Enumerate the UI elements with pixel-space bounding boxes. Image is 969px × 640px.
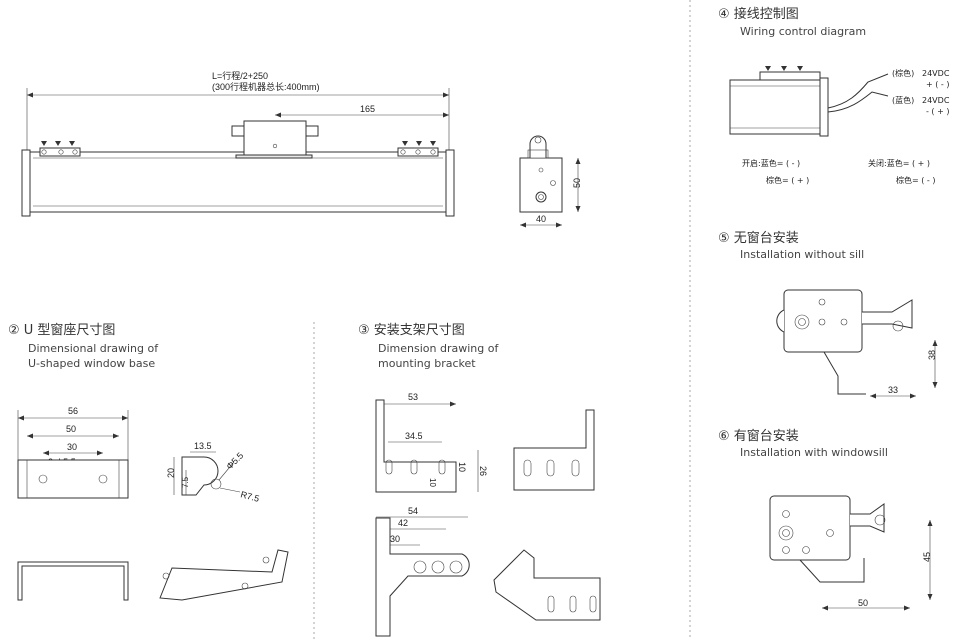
- dim-42: 42: [398, 518, 408, 528]
- bracket-lower-view: [375, 517, 470, 637]
- dim-45: 45: [922, 552, 932, 562]
- actuator-end-view: 50 40: [519, 135, 582, 228]
- dim-54: 54: [408, 506, 418, 516]
- dim-30b: 30: [390, 534, 400, 544]
- bracket-side-view: [513, 409, 595, 491]
- dim-33: 33: [888, 385, 898, 395]
- close-label-2: 棕色= ( - ): [896, 175, 935, 185]
- section-mounting-bracket: ③ 安装支架尺寸图 Dimension drawing of mounting …: [358, 323, 601, 637]
- wire-brown-label: (棕色): [892, 68, 914, 78]
- actuator-side-view: L=行程/2+250 (300行程机器总长:400mm) 165: [21, 70, 455, 217]
- open-label-2: 棕色= ( + ): [766, 175, 809, 185]
- close-label: 关闭:蓝色= ( + ): [868, 158, 930, 168]
- dim-53: 53: [408, 392, 418, 402]
- actuator-housing: [26, 151, 450, 213]
- dim-13-5: 13.5: [194, 441, 212, 451]
- section3-subtitle-1: Dimension drawing of: [378, 342, 499, 355]
- dim-50: 50: [66, 424, 76, 434]
- length-note: (300行程机器总长:400mm): [212, 81, 320, 92]
- section5-subtitle: Installation without sill: [740, 248, 864, 261]
- dim-56: 56: [68, 406, 78, 416]
- wire-brown-polarity: + ( - ): [926, 80, 949, 89]
- bracket-iso-view: [493, 549, 601, 621]
- dim-7-5: 7.5: [181, 476, 190, 488]
- section6-title: ⑥ 有窗台安装: [718, 428, 799, 444]
- end-view-body: [519, 157, 563, 213]
- wire-brown-voltage: 24VDC: [922, 69, 950, 78]
- section-install-without-sill: ⑤ 无窗台安装 Installation without sill 38 33: [718, 230, 938, 399]
- end-view-height: 50: [572, 178, 582, 188]
- dim-50-install: 50: [858, 598, 868, 608]
- section-u-window-base: ② U 型窗座尺寸图 Dimensional drawing of U-shap…: [8, 322, 289, 601]
- dim-10a: 10: [457, 462, 467, 472]
- dim-phi5-5: Φ5.5: [224, 450, 245, 471]
- section4-title: ④ 接线控制图: [718, 6, 799, 22]
- u-base-top-view: [17, 459, 129, 499]
- section-wiring: ④ 接线控制图 Wiring control diagram (棕色) 24VD…: [718, 6, 950, 185]
- dim-30: 30: [67, 442, 77, 452]
- bracket-front-view: [375, 399, 457, 493]
- section6-subtitle: Installation with windowsill: [740, 446, 888, 459]
- wire-blue: [827, 91, 889, 113]
- section2-subtitle-1: Dimensional drawing of: [28, 342, 159, 355]
- u-base-ear: [181, 456, 219, 496]
- slider-block: [243, 120, 307, 156]
- install6-actuator: [769, 495, 851, 561]
- wire-blue-polarity: - ( + ): [926, 107, 949, 116]
- u-base-iso-view: [159, 549, 289, 601]
- dim-165: 165: [360, 104, 375, 114]
- section3-title: ③ 安装支架尺寸图: [358, 323, 465, 338]
- section5-title: ⑤ 无窗台安装: [718, 230, 799, 246]
- section2-subtitle-2: U-shaped window base: [28, 357, 155, 370]
- dim-10b: 10: [428, 478, 437, 487]
- dim-26: 26: [478, 466, 488, 476]
- section2-title: ② U 型窗座尺寸图: [8, 322, 115, 338]
- end-view-width: 40: [536, 214, 546, 224]
- dim-20: 20: [166, 468, 176, 478]
- wire-brown: [827, 73, 889, 109]
- section3-subtitle-2: mounting bracket: [378, 357, 476, 370]
- section4-subtitle: Wiring control diagram: [740, 25, 866, 38]
- open-label: 开启:蓝色= ( - ): [742, 158, 800, 168]
- u-base-front-view: [17, 561, 129, 601]
- wire-blue-label: (蓝色): [892, 95, 914, 105]
- length-formula: L=行程/2+250: [212, 70, 268, 81]
- section-install-with-sill: ⑥ 有窗台安装 Installation with windowsill 45 …: [718, 428, 933, 611]
- dim-r7-5: R7.5: [239, 489, 260, 504]
- wire-blue-voltage: 24VDC: [922, 96, 950, 105]
- wiring-actuator: [729, 79, 825, 135]
- dim-34-5: 34.5: [405, 431, 423, 441]
- dim-38: 38: [927, 350, 937, 360]
